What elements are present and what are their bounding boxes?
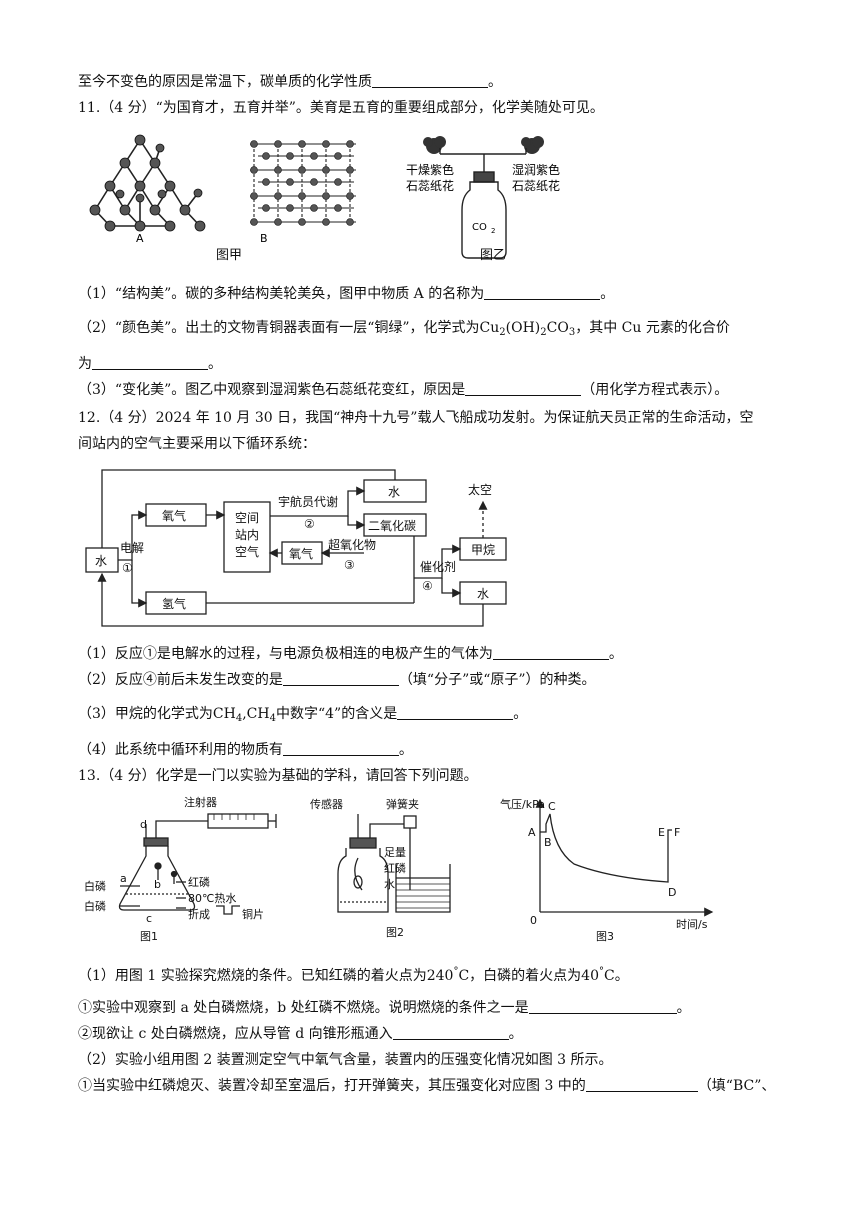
answer-blank[interactable] [392, 1025, 509, 1040]
figure-1: 注射器 d 白磷 a b 红磷 80℃热水 白磷 折成 铜片 c 图1 [80, 794, 280, 944]
svg-text:弹簧夹: 弹簧夹 [386, 797, 419, 811]
svg-text:F: F [674, 826, 680, 839]
svg-text:甲烷: 甲烷 [471, 543, 495, 557]
figure-jia-b: B [244, 136, 362, 248]
svg-text:水: 水 [95, 554, 107, 568]
answer-blank[interactable] [492, 645, 609, 660]
svg-text:d: d [140, 818, 147, 831]
q13-sub1: ①实验中观察到 a 处白磷燃烧，b 处红磷不燃烧。说明燃烧的条件之一是。 [78, 999, 691, 1016]
svg-text:图3: 图3 [596, 930, 614, 943]
svg-text:太空: 太空 [468, 482, 492, 497]
svg-text:E: E [658, 826, 665, 839]
answer-blank[interactable] [397, 705, 514, 720]
svg-text:③: ③ [344, 558, 355, 572]
svg-text:空气: 空气 [235, 544, 259, 559]
svg-text:气压/kPa: 气压/kPa [500, 797, 545, 811]
q13-part2: （2）实验小组用图 2 装置测定空气中氧气含量，装置内的压强变化情况如图 3 所… [78, 1052, 613, 1068]
svg-text:①: ① [122, 561, 133, 575]
q13-heading: 13.（4 分）化学是一门以实验为基础的学科，请回答下列问题。 [78, 768, 478, 784]
q11-heading: 11.（4 分）“为国育才，五育并举”。美育是五育的重要组成部分，化学美随处可见… [78, 100, 604, 116]
svg-text:红磷: 红磷 [384, 862, 406, 875]
svg-text:时间/s: 时间/s [676, 918, 708, 931]
svg-text:0: 0 [530, 914, 537, 927]
svg-text:超氧化物: 超氧化物 [328, 537, 376, 552]
svg-text:图2: 图2 [386, 926, 404, 939]
figure-2: 传感器 弹簧夹 足量 红磷 水 图2 [300, 794, 470, 944]
svg-text:氢气: 氢气 [162, 596, 186, 611]
svg-text:水: 水 [477, 587, 489, 601]
svg-text:空间: 空间 [235, 511, 259, 525]
svg-text:②: ② [304, 517, 315, 531]
svg-text:石蕊纸花: 石蕊纸花 [512, 178, 560, 193]
q11-part3: （3）“变化美”。图乙中观察到湿润紫色石蕊纸花变红，原因是（用化学方程式表示）。 [78, 381, 729, 398]
fig-b-label: B [260, 232, 268, 245]
svg-text:c: c [146, 912, 152, 925]
svg-text:a: a [120, 872, 127, 885]
q12-part3: （3）甲烷的化学式为CH4,CH4中数字“4”的含义是。 [78, 705, 528, 724]
q11-part2-cont: 为。 [78, 355, 222, 372]
svg-text:B: B [544, 836, 552, 849]
svg-text:催化剂: 催化剂 [420, 559, 456, 574]
answer-blank[interactable] [484, 285, 601, 300]
q12-part1: （1）反应①是电解水的过程，与电源负极相连的电极产生的气体为。 [78, 645, 623, 662]
answer-blank[interactable] [282, 671, 399, 686]
svg-text:A: A [528, 826, 536, 839]
answer-blank[interactable] [528, 999, 677, 1014]
svg-text:折成: 折成 [188, 907, 210, 921]
svg-text:红磷: 红磷 [188, 876, 210, 889]
q13-part1: （1）用图 1 实验探究燃烧的条件。已知红磷的着火点为240°C，白磷的着火点为… [78, 966, 629, 984]
figure-3-chart: 气压/kPa 时间/s 0 A B C D E F 图3 [500, 794, 720, 944]
svg-text:电解: 电解 [120, 541, 144, 555]
q13-sub3: ①当实验中红磷熄灭、装置冷却至室温后，打开弹簧夹，其压强变化对应图 3 中的（填… [78, 1077, 776, 1094]
pressure-curve [540, 813, 672, 883]
svg-text:C: C [548, 800, 556, 813]
svg-text:足量: 足量 [384, 846, 406, 859]
answer-blank[interactable] [465, 381, 582, 396]
answer-blank[interactable] [585, 1077, 698, 1092]
svg-text:白磷: 白磷 [84, 879, 106, 893]
figure-jia-a: A [80, 128, 210, 246]
fig-a-label: A [136, 232, 144, 245]
svg-text:石蕊纸花: 石蕊纸花 [406, 178, 454, 193]
q10-line: 至今不变色的原因是常温下，碳单质的化学性质。 [78, 73, 502, 90]
figure-yi: 干燥紫色 石蕊纸花 湿润紫色 石蕊纸花 CO 2 [400, 130, 580, 268]
svg-text:CO: CO [472, 222, 487, 233]
svg-text:铜片: 铜片 [242, 907, 264, 921]
q12-heading-cont: 间站内的空气主要采用以下循环系统： [78, 436, 316, 452]
q11-part2: （2）“颜色美”。出土的文物青铜器表面有一层“铜绿”，化学式为Cu2(OH)2C… [78, 320, 730, 338]
svg-text:图1: 图1 [140, 930, 158, 943]
svg-text:水: 水 [388, 485, 400, 499]
svg-text:白磷: 白磷 [84, 899, 106, 913]
svg-text:氧气: 氧气 [162, 508, 186, 523]
svg-text:注射器: 注射器 [184, 795, 217, 809]
q13-sub2: ②现欲让 c 处白磷燃烧，应从导管 d 向锥形瓶通入。 [78, 1025, 523, 1042]
cycle-diagram: 水 电解 ① 氧气 空间 站内 空气 宇航员代谢 ② 水 二氧化碳 氧气 超氧化… [82, 468, 522, 630]
svg-text:站内: 站内 [235, 528, 259, 542]
svg-text:80℃热水: 80℃热水 [188, 892, 236, 905]
q11-part1: （1）“结构美”。碳的多种结构美轮美奂，图甲中物质 A 的名称为。 [78, 285, 615, 302]
answer-blank[interactable] [282, 741, 399, 756]
q12-part2: （2）反应④前后未发生改变的是（填“分子”或“原子”）的种类。 [78, 671, 596, 688]
answer-blank[interactable] [372, 73, 488, 88]
svg-text:传感器: 传感器 [310, 798, 343, 811]
svg-text:宇航员代谢: 宇航员代谢 [278, 494, 338, 509]
svg-text:干燥紫色: 干燥紫色 [406, 163, 454, 177]
svg-text:④: ④ [422, 579, 433, 593]
svg-text:湿润紫色: 湿润紫色 [512, 162, 560, 177]
svg-text:b: b [154, 878, 161, 891]
fig-jia-caption: 图甲 [216, 248, 243, 263]
q10-text: 至今不变色的原因是常温下，碳单质的化学性质 [78, 74, 372, 90]
svg-text:D: D [668, 886, 676, 899]
q12-heading: 12.（4 分）2024 年 10 月 30 日，我国“神舟十九号”载人飞船成功… [78, 410, 754, 426]
box-space-air [223, 501, 271, 573]
answer-blank[interactable] [92, 355, 208, 370]
svg-text:二氧化碳: 二氧化碳 [368, 519, 416, 533]
svg-text:氧气: 氧气 [289, 546, 313, 561]
fig-yi-caption: 图乙 [480, 248, 507, 263]
svg-text:2: 2 [491, 227, 495, 235]
q12-part4: （4）此系统中循环利用的物质有。 [78, 741, 413, 758]
svg-text:水: 水 [384, 878, 395, 891]
